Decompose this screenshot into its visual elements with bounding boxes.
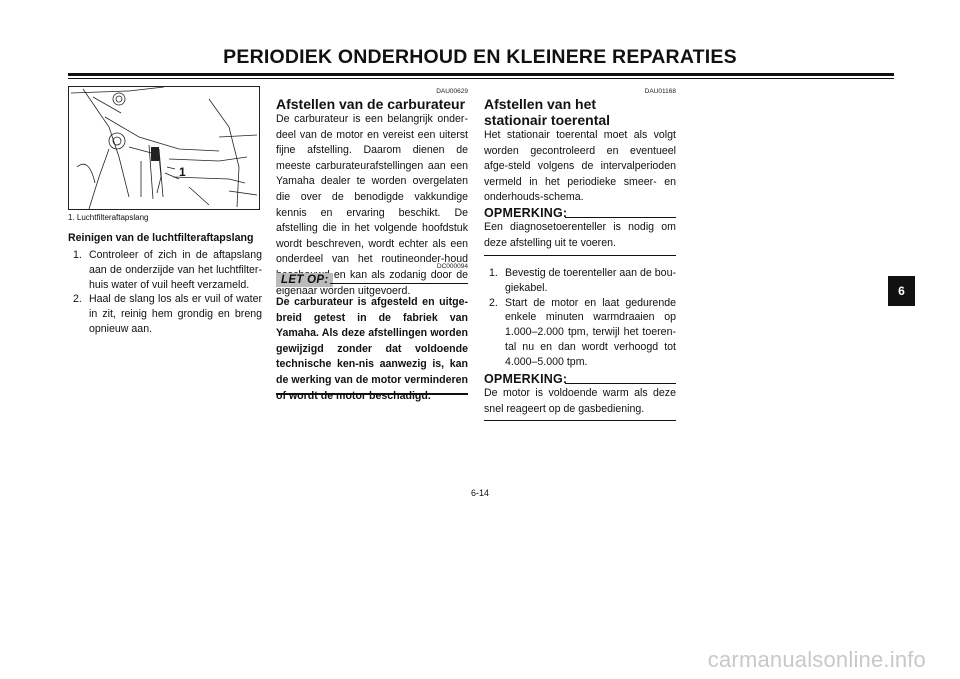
section-subheading: Reinigen van de luchtfilteraftapslang [68, 232, 254, 244]
cleaning-steps: 1. Controleer of zich in de aftapslang a… [68, 248, 262, 337]
list-item: 2. Start de motor en laat gedurende enke… [484, 296, 676, 370]
motorcycle-line-drawing [70, 87, 258, 209]
title-rule-thin [68, 78, 894, 79]
idle-steps: 1. Bevestig de toerenteller aan de bou-g… [484, 266, 676, 370]
note-end-rule [484, 255, 676, 256]
step-text: Start de motor en laat gedurende enkele … [505, 296, 676, 368]
caution-text: De carburateur is afgesteld en uitge-bre… [276, 296, 468, 402]
note-rule [565, 217, 676, 218]
note-end-rule [484, 420, 676, 421]
caution-box: LET OP: De carburateur is afgesteld en u… [276, 270, 468, 404]
caution-end-rule [276, 393, 468, 395]
list-item: 1. Controleer of zich in de aftapslang a… [68, 248, 262, 292]
step-number: 2. [489, 296, 498, 309]
step-number: 2. [73, 293, 82, 306]
step-text: Bevestig de toerenteller aan de bou-giek… [505, 267, 676, 294]
note-rule [565, 383, 676, 384]
note-body: De motor is voldoende warm als deze snel… [484, 387, 676, 415]
caution-rule [330, 283, 468, 284]
body-text: De carburateur is een belangrijk onder-d… [276, 113, 468, 297]
figure-caption: 1. Luchtfilteraftapslang [68, 213, 149, 222]
caution-label: LET OP: [276, 273, 334, 287]
section-heading: Afstellen van de carburateur [276, 96, 466, 112]
air-filter-drain-hose-illustration: 1 [68, 86, 260, 210]
note-body: Een diagnosetoerenteller is nodig om dez… [484, 221, 676, 249]
step-number: 1. [73, 249, 82, 261]
note-text: Een diagnosetoerenteller is nodig om dez… [484, 220, 676, 251]
list-item: 1. Bevestig de toerenteller aan de bou-g… [484, 266, 676, 296]
carburetor-section: DAU00629 Afstellen van de carburateur De… [276, 88, 468, 299]
section-code: DAU00629 [436, 88, 468, 95]
page-number: 6-14 [470, 488, 489, 498]
idle-speed-section: DAU01168 Afstellen van het stationair to… [484, 88, 676, 206]
note-text: De motor is voldoende warm als deze snel… [484, 386, 676, 417]
watermark: carmanualsonline.info [707, 647, 926, 672]
section-body: Het stationair toerental moet als volgt … [484, 128, 676, 206]
chapter-tab: 6 [888, 276, 915, 306]
body-text: Het stationair toerental moet als volgt … [484, 129, 676, 204]
figure-callout-number: 1 [179, 165, 186, 179]
note-label: OPMERKING: [484, 372, 568, 386]
section-code: DAU01168 [644, 88, 676, 95]
caution-code: DC000094 [436, 263, 468, 270]
step-number: 1. [489, 267, 498, 279]
section-heading-line1: Afstellen van het [484, 96, 597, 112]
note-label: OPMERKING: [484, 206, 568, 220]
section-heading-line2: stationair toerental [484, 112, 611, 128]
list-item: 2. Haal de slang los als er vuil of wate… [68, 292, 262, 336]
page-title: PERIODIEK ONDERHOUD EN KLEINERE REPARATI… [223, 46, 737, 68]
step-text: Haal de slang los als er vuil of water i… [89, 293, 262, 335]
title-rule [68, 73, 894, 76]
section-body: De carburateur is een belangrijk onder-d… [276, 112, 468, 299]
step-text: Controleer of zich in de aftapslang aan … [89, 249, 262, 291]
